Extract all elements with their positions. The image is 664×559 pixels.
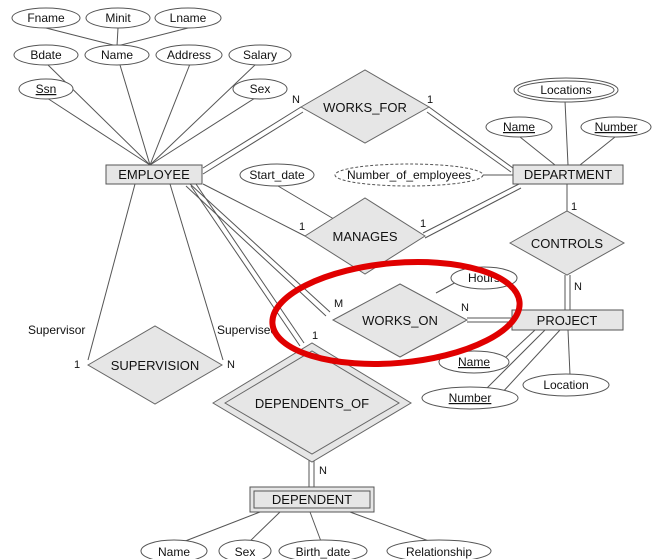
attribute-number-of-employees: Number_of_employees — [334, 163, 484, 187]
entity-department: DEPARTMENT — [512, 164, 624, 185]
svg-text:Ssn: Ssn — [36, 82, 57, 96]
entity-dependent-weak: DEPENDENT — [249, 486, 375, 513]
attribute-birth-date: Birth_date — [278, 539, 368, 559]
svg-text:Bdate: Bdate — [30, 48, 62, 62]
attribute-dependent-sex: Sex — [218, 539, 272, 559]
svg-text:Name: Name — [158, 545, 190, 559]
connector-lines — [45, 27, 616, 546]
svg-text:Lname: Lname — [170, 11, 207, 25]
relationship-supervision: SUPERVISION — [87, 325, 223, 405]
role-supervisor: Supervisor — [28, 323, 85, 337]
entity-employee: EMPLOYEE — [105, 164, 203, 185]
role-supervisee: Supervisee — [217, 323, 277, 337]
svg-text:WORKS_ON: WORKS_ON — [362, 313, 438, 328]
svg-text:Salary: Salary — [243, 48, 277, 62]
attribute-bdate: Bdate — [13, 44, 79, 66]
attribute-location: Location — [522, 373, 610, 397]
relationship-dependents-of-identifying: DEPENDENTS_OF — [212, 342, 412, 463]
svg-text:Name: Name — [101, 48, 133, 62]
svg-text:Name: Name — [503, 120, 535, 134]
role-labels: Supervisor Supervisee — [28, 323, 277, 337]
attribute-project-number: Number — [421, 386, 519, 410]
attribute-fname: Fname — [11, 7, 81, 29]
cardinality-dependents-of-employee: 1 — [312, 330, 318, 342]
svg-text:DEPARTMENT: DEPARTMENT — [524, 167, 612, 182]
svg-text:Locations: Locations — [540, 83, 591, 97]
svg-text:Number: Number — [595, 120, 638, 134]
attribute-hours: Hours — [450, 266, 518, 290]
attribute-minit: Minit — [85, 7, 151, 29]
svg-text:DEPENDENT: DEPENDENT — [272, 492, 352, 507]
svg-text:WORKS_FOR: WORKS_FOR — [323, 100, 407, 115]
cardinality-supervision-supervisee: N — [227, 359, 235, 371]
svg-text:Address: Address — [167, 48, 211, 62]
cardinality-manages-department: 1 — [420, 218, 426, 230]
attribute-ssn: Ssn — [18, 78, 74, 100]
svg-text:EMPLOYEE: EMPLOYEE — [118, 167, 190, 182]
cardinality-dependents-of-dependent: N — [319, 465, 327, 477]
cardinality-manages-employee: 1 — [299, 221, 305, 233]
attribute-relationship: Relationship — [386, 539, 492, 559]
svg-text:PROJECT: PROJECT — [537, 313, 598, 328]
relationship-works-on: WORKS_ON — [331, 283, 469, 358]
attribute-start-date: Start_date — [239, 163, 315, 187]
attribute-salary: Salary — [228, 44, 292, 66]
relationship-works-for: WORKS_FOR — [299, 69, 431, 144]
svg-text:MANAGES: MANAGES — [332, 229, 397, 244]
svg-text:Minit: Minit — [105, 11, 131, 25]
svg-text:Sex: Sex — [250, 82, 271, 96]
svg-text:Birth_date: Birth_date — [296, 545, 351, 559]
svg-text:Sex: Sex — [235, 545, 256, 559]
cardinality-works-for-department: 1 — [427, 94, 433, 106]
cardinality-controls-project: N — [574, 281, 582, 293]
svg-text:Start_date: Start_date — [249, 168, 305, 182]
svg-text:Number_of_employees: Number_of_employees — [347, 168, 471, 182]
cardinality-controls-department: 1 — [571, 201, 577, 213]
highlight-circle — [269, 259, 523, 367]
attribute-department-number: Number — [580, 116, 652, 138]
svg-text:Location: Location — [543, 378, 588, 392]
attribute-employee-name: Name — [84, 44, 150, 66]
entity-project: PROJECT — [511, 309, 624, 331]
cardinality-supervision-supervisor: 1 — [74, 359, 80, 371]
attribute-project-name: Name — [438, 350, 510, 374]
attribute-locations: Locations — [513, 77, 619, 103]
cardinality-works-for-employee: N — [292, 94, 300, 106]
cardinality-labels: N 1 1 1 1 N M N 1 N 1 N — [74, 94, 582, 477]
svg-text:Fname: Fname — [27, 11, 65, 25]
svg-text:Name: Name — [458, 355, 490, 369]
svg-text:Relationship: Relationship — [406, 545, 472, 559]
cardinality-works-on-employee: M — [334, 298, 343, 310]
attribute-department-name: Name — [485, 116, 553, 138]
attribute-address: Address — [155, 44, 223, 66]
svg-text:SUPERVISION: SUPERVISION — [111, 358, 200, 373]
attribute-lname: Lname — [154, 7, 222, 29]
relationship-controls: CONTROLS — [508, 210, 626, 276]
attribute-employee-sex: Sex — [232, 78, 288, 100]
relationship-manages: MANAGES — [304, 197, 426, 275]
cardinality-works-on-project: N — [461, 302, 469, 314]
attribute-dependent-name: Name — [140, 539, 208, 559]
svg-text:Number: Number — [449, 391, 492, 405]
svg-text:CONTROLS: CONTROLS — [531, 236, 604, 251]
svg-text:DEPENDENTS_OF: DEPENDENTS_OF — [255, 396, 369, 411]
